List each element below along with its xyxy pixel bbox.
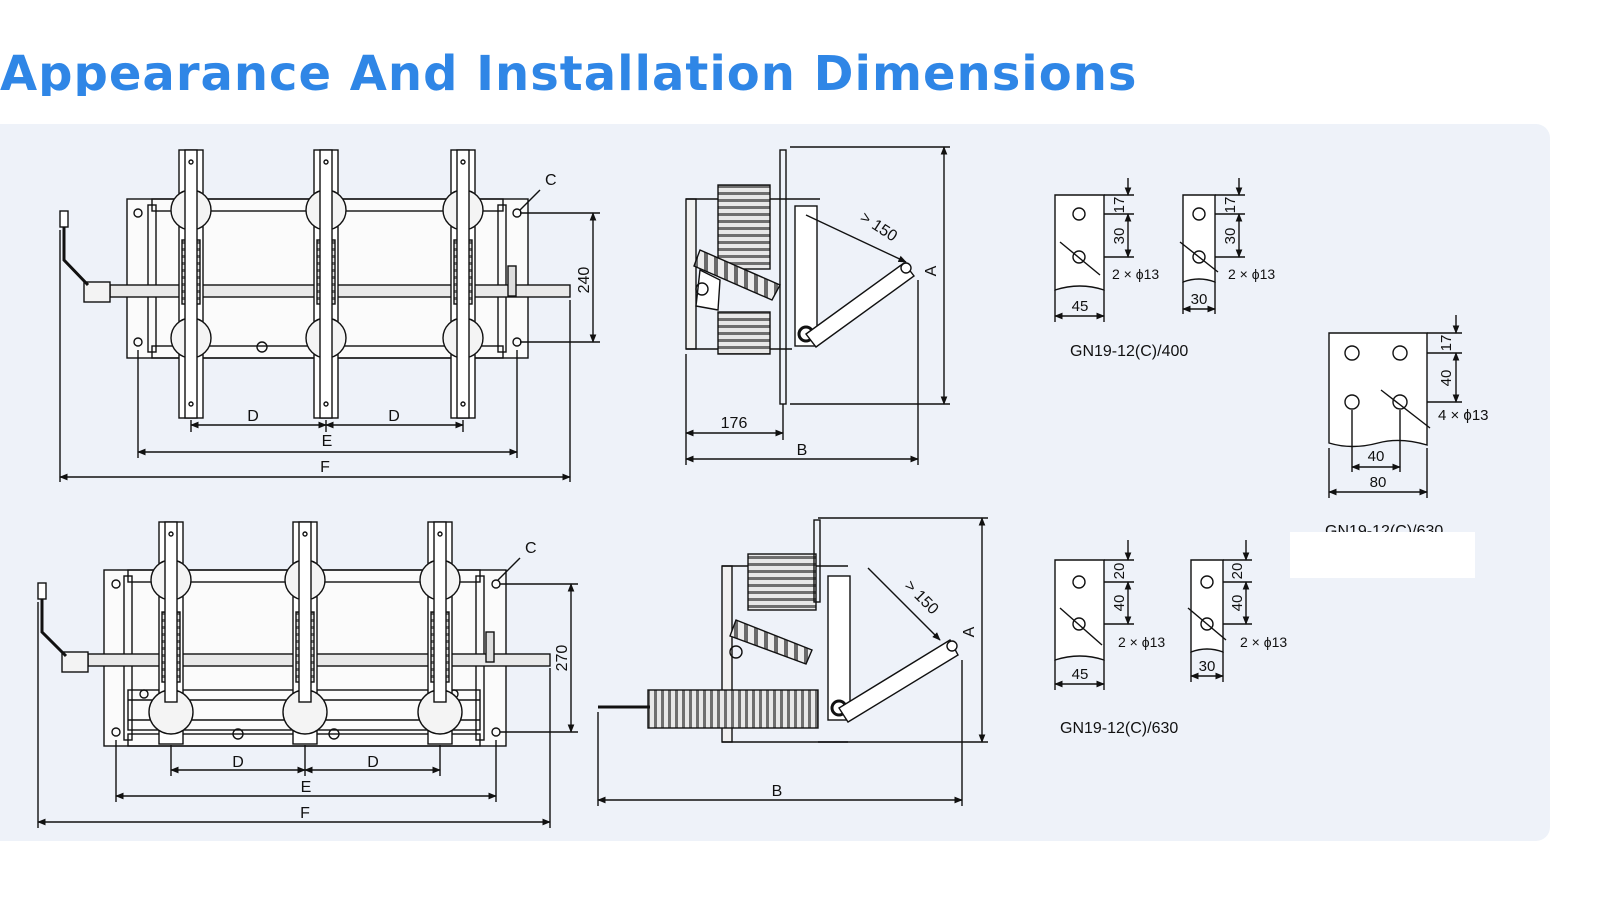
t630l-holes: 2 × ϕ13 <box>1118 634 1165 650</box>
t630r-top: 20 <box>1229 563 1246 580</box>
t630q-pitch-v: 40 <box>1438 370 1455 387</box>
sv1-a-label: A <box>923 265 940 276</box>
terminal-630-4hole <box>1328 315 1462 498</box>
fv1-f-label: F <box>320 459 330 476</box>
t400r-pitch: 30 <box>1222 228 1239 245</box>
t630r-pitch: 40 <box>1229 595 1246 612</box>
t630q-width: 80 <box>1370 474 1387 491</box>
t630q-holes: 4 × ϕ13 <box>1438 407 1489 424</box>
terminal-400-label: GN19-12(C)/400 <box>1070 343 1188 360</box>
t630r-holes: 2 × ϕ13 <box>1240 634 1287 650</box>
sv2-a-label: A <box>961 626 978 637</box>
t630l-width: 45 <box>1072 666 1089 683</box>
t400r-holes: 2 × ϕ13 <box>1228 266 1275 282</box>
sv2-b-label: B <box>772 783 783 800</box>
pole-1-2 <box>305 149 347 419</box>
t400l-width: 45 <box>1072 298 1089 315</box>
pole-1-1 <box>170 149 212 419</box>
t630r-width: 30 <box>1199 658 1216 675</box>
sv1-b-label: B <box>797 442 808 459</box>
t400r-width: 30 <box>1191 291 1208 308</box>
front-view-2 <box>37 521 578 828</box>
pole-1-3 <box>442 149 484 419</box>
sv1-offset-label: 176 <box>721 415 748 432</box>
pole-2-2 <box>282 521 328 745</box>
terminal-630-label: GN19-12(C)/630 <box>1060 720 1178 737</box>
fv2-f-label: F <box>300 805 310 822</box>
t400l-holes: 2 × ϕ13 <box>1112 266 1159 282</box>
terminal-630-left <box>1054 540 1134 690</box>
side-view-1 <box>685 146 950 465</box>
t630q-pitch-h: 40 <box>1368 448 1385 465</box>
t400l-top: 17 <box>1111 197 1128 214</box>
side-view-2 <box>597 517 988 806</box>
pole-2-3 <box>417 521 463 745</box>
t400r-top: 17 <box>1222 197 1239 214</box>
fv2-d1-label: D <box>232 754 244 771</box>
fv2-height-label: 270 <box>554 645 571 672</box>
front-view-1 <box>59 149 600 482</box>
page-title: Appearance And Installation Dimensions <box>0 46 1138 96</box>
t400l-pitch: 30 <box>1111 228 1128 245</box>
fv1-c-label: C <box>545 172 557 189</box>
terminal-400-left <box>1054 178 1134 322</box>
t630l-top: 20 <box>1111 563 1128 580</box>
t630q-top: 17 <box>1438 335 1455 352</box>
fv1-d2-label: D <box>388 408 400 425</box>
pole-2-1 <box>148 521 194 745</box>
fv2-d2-label: D <box>367 754 379 771</box>
fv1-height-label: 240 <box>576 267 593 294</box>
fv2-c-label: C <box>525 540 537 557</box>
fv1-e-label: E <box>322 433 333 450</box>
terminal-400-right <box>1179 178 1245 314</box>
terminal-630-right <box>1187 540 1252 682</box>
sv1-angle-label: > 150 <box>857 209 900 245</box>
sv2-angle-label: > 150 <box>901 577 942 618</box>
fv1-d1-label: D <box>247 408 259 425</box>
t630l-pitch: 40 <box>1111 595 1128 612</box>
label-mask <box>1290 532 1475 578</box>
fv2-e-label: E <box>301 779 312 796</box>
